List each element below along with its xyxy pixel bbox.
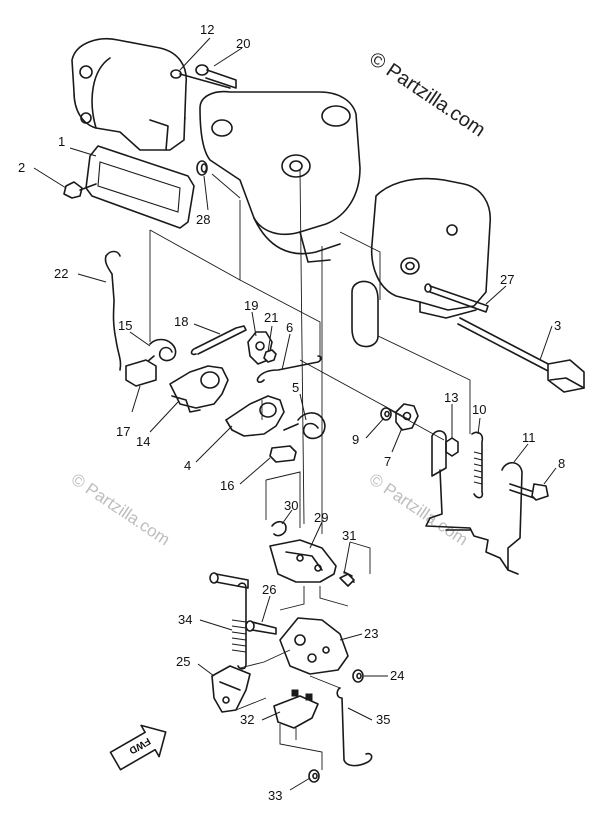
assembly-guide-lines: [149, 169, 471, 770]
part-28-collar: [196, 160, 208, 176]
part-31-screw: [339, 571, 355, 587]
callout-1: 1: [58, 134, 65, 149]
part-30-clip: [271, 520, 287, 537]
callout-29: 29: [314, 510, 328, 525]
callout-33: 33: [268, 788, 282, 803]
callout-2: 2: [18, 160, 25, 175]
part-18-rod: [190, 325, 247, 356]
callout-5: 5: [292, 380, 299, 395]
part-3-through-rod: [457, 317, 585, 393]
clamp-bracket-assembly: [71, 38, 491, 348]
watermark-middle-left: © Partzilla.com: [68, 470, 174, 550]
callout-21: 21: [264, 310, 278, 325]
watermark-main: © Partzilla.com: [365, 48, 489, 142]
callout-12: 12: [200, 22, 214, 37]
callout-26: 26: [262, 582, 276, 597]
callout-34: 34: [178, 612, 192, 627]
part-25-link: [211, 665, 251, 713]
callout-8: 8: [558, 456, 565, 471]
part-4-bracket: [225, 395, 285, 437]
part-6-bent-rod: [256, 355, 322, 383]
callout-24: 24: [390, 668, 404, 683]
part-32-plate: [273, 689, 319, 729]
part-21-nut: [263, 349, 277, 363]
part-27-bolt: [424, 283, 489, 313]
part-29-bracket: [269, 539, 337, 583]
part-12-20-bolts: [170, 64, 237, 89]
part-16-pad: [269, 445, 297, 463]
part-2-bolt: [63, 181, 97, 199]
callout-31: 31: [342, 528, 356, 543]
part-26-pin: [245, 620, 277, 635]
callout-15: 15: [118, 318, 132, 333]
part-34-pin: [209, 572, 249, 589]
forward-direction-arrow-icon: FWD: [109, 724, 167, 771]
callout-16: 16: [220, 478, 234, 493]
callout-3: 3: [554, 318, 561, 333]
callout-22: 22: [54, 266, 68, 281]
part-8-bolt: [509, 483, 549, 501]
callout-32: 32: [240, 712, 254, 727]
callout-leaders: [33, 37, 557, 791]
part-9-washer: [380, 407, 392, 421]
part-10-spring: [471, 431, 484, 499]
callout-23: 23: [364, 626, 378, 641]
callout-11: 11: [522, 430, 536, 445]
callout-35: 35: [376, 712, 390, 727]
watermark-middle-right: © Partzilla.com: [366, 470, 472, 550]
callout-17: 17: [116, 424, 130, 439]
callout-27: 27: [500, 272, 514, 287]
part-1-mount-plate: [85, 145, 195, 229]
callout-9: 9: [352, 432, 359, 447]
part-17-block: [125, 359, 157, 387]
callout-6: 6: [286, 320, 293, 335]
part-13-nut: [445, 437, 459, 457]
callout-14: 14: [136, 434, 150, 449]
part-34-spring: [231, 582, 247, 670]
part-7-lever: [395, 403, 419, 431]
callout-18: 18: [174, 314, 188, 329]
callout-19: 19: [244, 298, 258, 313]
part-11-tilt-lever: [425, 430, 523, 575]
callout-20: 20: [236, 36, 250, 51]
part-5-spring: [283, 412, 326, 440]
part-22-spring-rod: [104, 250, 122, 371]
callout-10: 10: [472, 402, 486, 417]
callout-30: 30: [284, 498, 298, 513]
part-35-rod: [336, 687, 373, 767]
part-23-bracket: [279, 617, 349, 675]
callout-25: 25: [176, 654, 190, 669]
callout-4: 4: [184, 458, 191, 473]
callout-28: 28: [196, 212, 210, 227]
part-24-washer: [352, 669, 364, 683]
callout-13: 13: [444, 390, 458, 405]
part-14-bracket: [169, 365, 229, 413]
callout-7: 7: [384, 454, 391, 469]
callout-numbers: 1 2 3 4 5 6 7 8 9 10 11 12 13 14 15 16 1…: [18, 22, 565, 803]
part-33-washer: [308, 769, 320, 783]
